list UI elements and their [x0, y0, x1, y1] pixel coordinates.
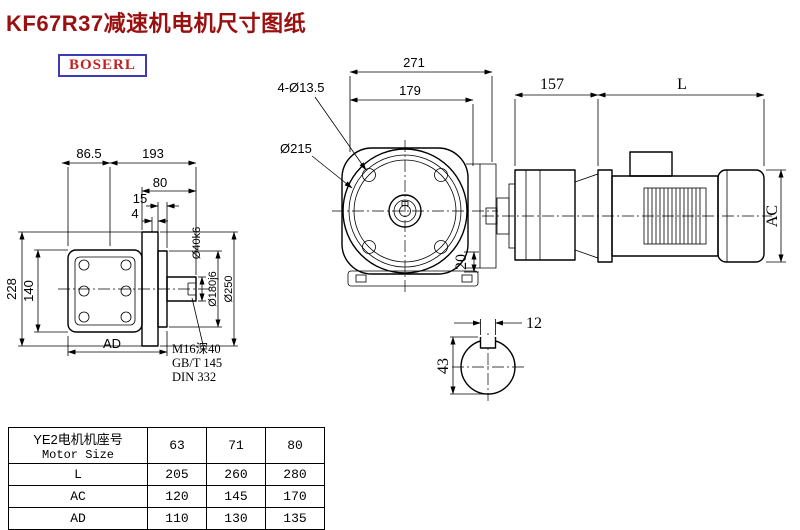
tapped-hole-note-2: GB/T 145	[172, 356, 222, 370]
cell-l-63: 205	[147, 463, 207, 486]
page-title: KF67R37减速机电机尺寸图纸	[6, 11, 307, 36]
dim-86-5-label: 86.5	[76, 146, 101, 161]
dim-ad-label: AD	[103, 336, 121, 351]
front-view-dimensions	[311, 69, 493, 273]
table-header-en: Motor Size	[41, 448, 114, 462]
dim-228-label: 228	[4, 278, 19, 300]
cell-ac-71: 145	[206, 485, 266, 508]
section-dimensions	[450, 319, 522, 395]
table-row-ac: AC 120 145 170	[8, 485, 325, 508]
shaft-diameter-label: Ø40k6	[191, 227, 203, 259]
dim-4-label: 4	[131, 206, 138, 221]
keyway-slot	[479, 337, 497, 349]
cell-ac-63: 120	[147, 485, 207, 508]
dim-15-label: 15	[133, 191, 147, 206]
fan-cowl	[717, 169, 765, 263]
table-col-80: 80	[265, 427, 325, 464]
cell-ad-63: 110	[147, 507, 207, 530]
table-header-cn: YE2电机机座号	[33, 432, 123, 447]
dim-271-label: 271	[403, 55, 425, 70]
table-row-ad: AD 110 130 135	[8, 507, 325, 530]
mounting-base	[347, 270, 479, 287]
dim-157-label: 157	[540, 76, 564, 93]
spec-table: YE2电机机座号 Motor Size 63 71 80 L 205 260 2…	[8, 427, 325, 530]
cell-ac-80: 170	[265, 485, 325, 508]
tapped-hole-note-1: M16深40	[172, 342, 221, 356]
table-header-motor-size: YE2电机机座号 Motor Size	[8, 427, 148, 464]
table-row-l: L 205 260 280	[8, 463, 325, 486]
row-label-ad: AD	[8, 507, 148, 530]
left-view-dimensions	[18, 160, 238, 356]
gearbox-body	[514, 169, 576, 261]
dim-193-label: 193	[142, 146, 164, 161]
cell-l-71: 260	[206, 463, 266, 486]
row-label-l: L	[8, 463, 148, 486]
dim-l-label: L	[677, 76, 687, 93]
dim-20-label: 20	[453, 254, 470, 270]
dim-12-label: 12	[526, 315, 542, 332]
brand-logo: BOSERL	[58, 54, 147, 77]
base-slot-right	[461, 274, 473, 283]
keyway-mask	[480, 335, 496, 348]
table-col-71: 71	[206, 427, 266, 464]
left-view: 86.5 193 80 15 4 228 140 AD Ø40k6 Ø180j6…	[4, 146, 238, 384]
shaft-tapped-hole	[187, 282, 196, 296]
dim-179-label: 179	[399, 83, 421, 98]
shaft-section-view: 12 43	[435, 315, 542, 401]
row-label-ac: AC	[8, 485, 148, 508]
side-view: 157 L AC	[482, 76, 786, 263]
motor-fins	[647, 188, 701, 244]
housing-side-edge	[466, 163, 497, 269]
flange-bolt-holes	[362, 168, 448, 254]
side-view-dimensions	[514, 92, 786, 263]
dim-43-label: 43	[435, 358, 452, 374]
bolt-holes-label: 4-Ø13.5	[278, 80, 325, 95]
output-shaft	[166, 276, 197, 302]
tapped-hole-note-3: DIN 332	[172, 370, 216, 384]
motor-fins-block	[643, 187, 707, 245]
dim-140-label: 140	[21, 280, 36, 302]
gearbox-housing-face	[74, 256, 136, 326]
flange-diameter-label: Ø250	[223, 276, 235, 303]
cell-l-80: 280	[265, 463, 325, 486]
spigot-diameter-label: Ø180j6	[207, 271, 219, 306]
base-slot-left	[355, 274, 367, 283]
dim-80-label: 80	[153, 175, 167, 190]
housing-bolt-holes	[78, 259, 132, 323]
table-header-row: YE2电机机座号 Motor Size 63 71 80	[8, 427, 325, 464]
dim-ac-label: AC	[764, 205, 781, 227]
flange-circle-label: Ø215	[280, 141, 312, 156]
terminal-box	[629, 151, 673, 177]
cell-ad-80: 135	[265, 507, 325, 530]
table-col-63: 63	[147, 427, 207, 464]
note-leader	[191, 297, 205, 350]
cell-ad-71: 130	[206, 507, 266, 530]
front-view: 271 179 4-Ø13.5 Ø215 20	[278, 55, 498, 292]
